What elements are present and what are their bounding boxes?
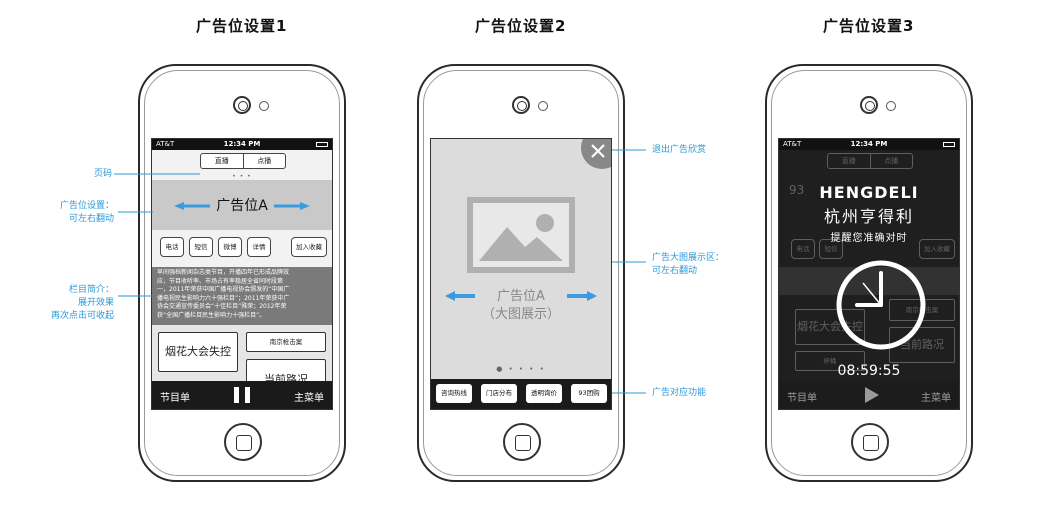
hotline-button[interactable]: 咨询热线 [436,384,472,403]
page-indicator: • • • [232,173,252,180]
news-tile[interactable]: 南京枪击案 [246,332,326,352]
speaker-icon [538,101,548,111]
clock-time: 08:59:55 [837,363,901,379]
intro-line: 一，2011年荣获中国广播电视协会颁发的“中国广 [157,286,290,293]
home-button[interactable] [224,423,262,461]
tab-live[interactable]: 直播 [214,157,229,165]
weibo-button[interactable]: 微博 [218,237,242,257]
news-tile: 杯桶 [795,351,865,371]
tab-live: 直播 [841,157,856,165]
intro-line: 早间强档新闻杂志类节目，开播四年已形成品牌效 [157,269,290,276]
brand-english: HENGDELI [819,183,919,202]
landscape-icon [479,214,563,261]
annotation-ad-setting: 广告位设置： 可左右翻动 [30,200,114,226]
bottom-bar: 节目单 主菜单 [779,381,959,409]
arrow-left-icon[interactable] [445,291,475,301]
annotation-page: 页码 [93,169,112,179]
arrow-left-icon[interactable] [174,202,210,210]
favorite-button[interactable]: 加入收藏 [291,237,327,257]
annotation-line: 再次点击可收起 [50,311,114,321]
play-icon [865,387,879,403]
clock-label: 12:34 PM [850,140,888,148]
annotation-big-area: 广告大图展示区： 可左右翻动 [652,252,724,278]
ad-label: 广告位A [216,198,268,214]
annotation-line: 可左右翻动 [68,214,114,224]
phone-mockup-1: AT&T 12:34 PM 直播 点播 • • • 广告位A 电话 短信 微博 … [138,64,346,482]
ad-function-bar: 咨询热线 门店分布 透明询价 93团购 [431,379,611,409]
carrier-label: AT&T [156,140,175,148]
title-ad-setting-3: 广告位设置3 [823,17,915,35]
arrow-right-icon[interactable] [274,202,310,210]
screen-2: 广告位A （大图展示） ● • • • • 咨询热线 门店分布 透明询价 93团… [430,138,612,410]
screen-3: AT&T 12:34 PM 直播 点播 93 电话 短信 加入收藏 烟花大会失控… [778,138,960,410]
intro-line: 协会交通宣传委员会“十佳栏目”殊荣；2012年荣 [157,303,287,310]
page-indicator: ● • • • • [496,365,546,373]
store-map-button[interactable]: 门店分布 [481,384,517,403]
group-buy-button[interactable]: 93团购 [571,384,607,403]
detail-button[interactable]: 详情 [247,237,271,257]
phone-mockup-2: 广告位A （大图展示） ● • • • • 咨询热线 门店分布 透明询价 93团… [417,64,625,482]
status-bar: AT&T 12:34 PM [779,139,959,150]
annotation-intro: 栏目简介： 展开效果 再次点击可收起 [20,284,114,323]
speaker-icon [886,101,896,111]
annotation-line: 栏目简介： [68,285,114,295]
title-ad-setting-2: 广告位设置2 [475,17,567,35]
sms-button[interactable]: 短信 [189,237,213,257]
brand-chinese: 杭州亨得利 [823,207,914,226]
front-camera-icon [860,96,878,114]
ad-sublabel: （大图展示） [481,307,560,322]
program-intro[interactable]: 早间强档新闻杂志类节目，开播四年已形成品牌效 应，节目收听率、市场占有率稳居全省… [152,267,332,325]
carrier-label: AT&T [783,140,802,148]
program-list-button: 节目单 [787,393,817,404]
status-bar: AT&T 12:34 PM [152,139,332,150]
bottom-bar: 节目单 主菜单 [152,381,332,409]
intro-line: 播电视民生影响力六十强栏目”；2011年荣获中广 [157,294,290,302]
favorite-button: 加入收藏 [919,239,955,259]
annotation-exit: 退出广告欣赏 [652,145,707,155]
phone-button[interactable]: 电话 [160,237,184,257]
clock-label: 12:34 PM [223,140,261,148]
annotation-line: 广告位设置： [59,201,114,211]
battery-icon [943,142,955,147]
close-icon [591,144,605,158]
speaker-icon [259,101,269,111]
slogan: 提醒您准确对时 [830,233,908,244]
front-camera-icon [512,96,530,114]
annotation-line: 可左右翻动 [652,266,698,276]
ad-banner[interactable]: 广告位A [152,180,332,230]
annotation-func: 广告对应功能 [652,388,707,398]
home-button[interactable] [503,423,541,461]
annotation-line: 广告大图展示区： [652,253,725,263]
news-tile[interactable]: 烟花大会失控 [158,332,238,372]
image-placeholder-icon [467,197,575,273]
tab-vod: 点播 [869,154,913,168]
arrow-right-icon[interactable] [567,291,597,301]
front-camera-icon [233,96,251,114]
main-menu-button: 主菜单 [921,393,951,404]
program-list-button[interactable]: 节目单 [160,393,190,404]
intro-line: 获“全国广播栏目民生影响力十强栏目”。 [157,311,266,319]
action-buttons: 电话 短信 微博 详情 加入收藏 [160,237,328,259]
program-number: 93 [789,183,805,197]
title-ad-setting-1: 广告位设置1 [196,17,288,35]
clock-icon [836,260,926,350]
sms-button: 短信 [819,239,843,259]
screen-1: AT&T 12:34 PM 直播 点播 • • • 广告位A 电话 短信 微博 … [151,138,333,410]
home-button[interactable] [851,423,889,461]
live-vod-switch: 直播 点播 [200,153,286,169]
tab-vod[interactable]: 点播 [242,154,286,168]
live-vod-switch: 直播 点播 [827,153,913,169]
price-inquiry-button[interactable]: 透明询价 [526,384,562,403]
phone-button: 电话 [791,239,815,259]
intro-line: 应，节目收听率、市场占有率稳居全省同时段第 [157,277,284,285]
annotation-line: 展开效果 [77,298,114,308]
ad-label: 广告位A [497,289,545,304]
battery-icon [316,142,328,147]
main-menu-button[interactable]: 主菜单 [294,393,324,404]
pause-icon[interactable] [234,387,250,403]
phone-mockup-3: AT&T 12:34 PM 直播 点播 93 电话 短信 加入收藏 烟花大会失控… [765,64,973,482]
